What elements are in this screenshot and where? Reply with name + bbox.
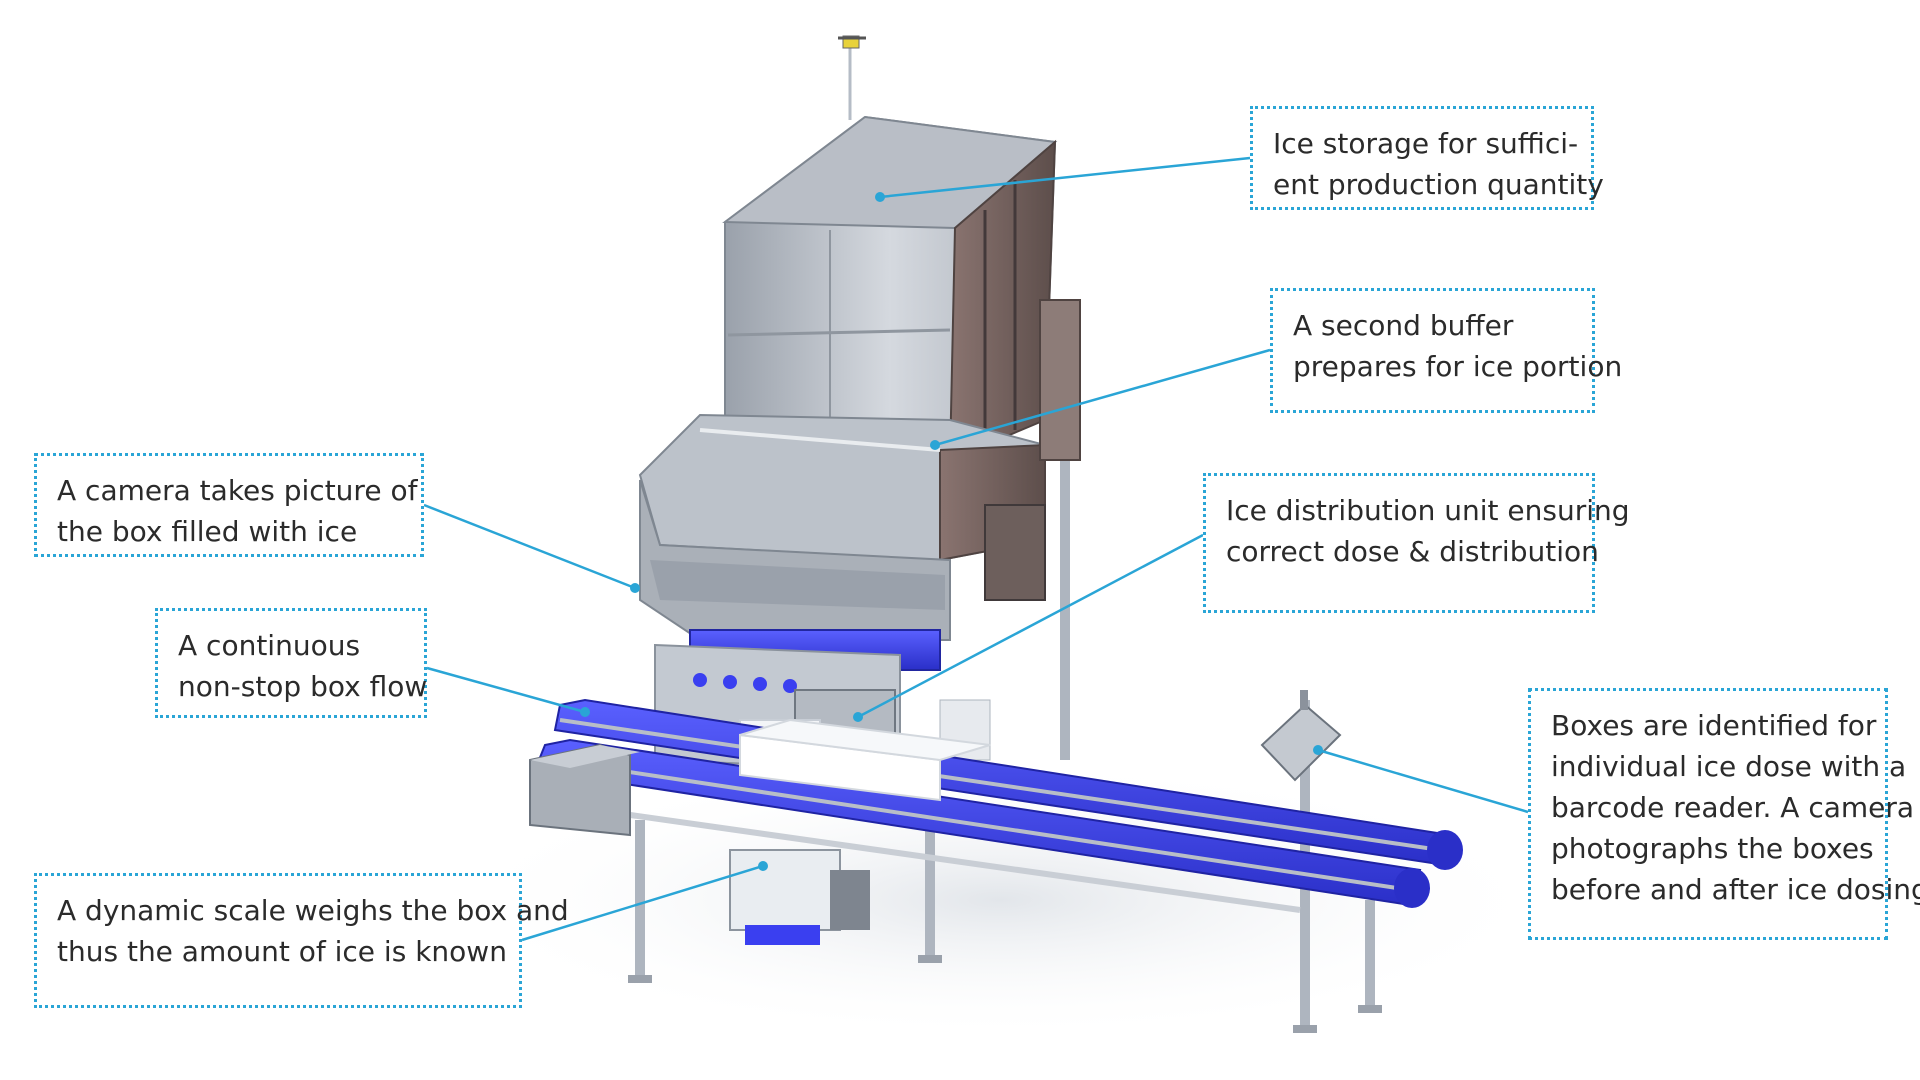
leader-ice-storage-anchor-dot — [875, 192, 885, 202]
callout-text-line: A continuous — [178, 629, 361, 662]
callout-box-flow: A continuous non-stop box flow — [155, 608, 427, 718]
callout-text-line: barcode reader. A camera — [1551, 791, 1915, 824]
leader-box-flow-anchor-dot — [580, 707, 590, 717]
callout-leader-lines — [423, 156, 1529, 942]
leader-barcode-anchor-dot — [1313, 745, 1323, 755]
callout-text-line: Boxes are identified for — [1551, 709, 1877, 742]
callout-dynamic-scale: A dynamic scale weighs the box and thus … — [34, 873, 569, 1008]
callout-text-line: prepares for ice portion — [1293, 350, 1623, 383]
callout-ice-storage: Ice storage for suffici- ent production … — [1250, 106, 1604, 210]
ice-storage-hopper — [722, 115, 1058, 462]
leader-dynamic-scale-anchor-dot — [758, 861, 768, 871]
frame-feet — [628, 955, 1382, 1033]
callout-text-line: ent production quantity — [1273, 168, 1604, 201]
callout-text-line: photographs the boxes — [1551, 832, 1874, 865]
callout-distribution-unit: Ice distribution unit ensuring correct d… — [1203, 473, 1630, 613]
box-on-conveyor — [739, 718, 991, 802]
callout-text-line: the box filled with ice — [57, 515, 358, 548]
leader-barcode — [1317, 748, 1529, 814]
callout-text-line: thus the amount of ice is known — [57, 935, 507, 968]
callout-text-line: A dynamic scale weighs the box and — [57, 894, 569, 927]
leader-ice-storage — [879, 156, 1251, 199]
callout-text-line: A camera takes picture of — [57, 474, 418, 507]
callout-text-line: correct dose & distribution — [1226, 535, 1599, 568]
callout-text-line: A second buffer — [1293, 309, 1514, 342]
callout-camera-picture: A camera takes picture of the box filled… — [34, 453, 424, 557]
callout-text-line: individual ice dose with a — [1551, 750, 1907, 783]
leader-distribution-unit-anchor-dot — [853, 712, 863, 722]
leader-box-flow — [426, 666, 586, 714]
leader-camera-picture-anchor-dot — [630, 583, 640, 593]
leader-distribution-unit — [857, 533, 1204, 719]
dynamic-scale-unit — [729, 849, 870, 945]
leader-second-buffer-anchor-dot — [930, 440, 940, 450]
leader-dynamic-scale — [521, 864, 764, 942]
callout-text-line: non-stop box flow — [178, 670, 428, 703]
callout-second-buffer: A second buffer prepares for ice portion — [1270, 288, 1623, 413]
leader-camera-picture — [423, 503, 636, 590]
callout-text-line: Ice storage for suffici- — [1273, 127, 1579, 160]
barcode-reader-camera — [1260, 690, 1342, 782]
callout-text-line: before and after ice dosing — [1551, 873, 1920, 906]
callout-barcode-reader: Boxes are identified for individual ice … — [1528, 688, 1920, 940]
callout-text-line: Ice distribution unit ensuring — [1226, 494, 1630, 527]
conveyor-motor-housing — [529, 743, 640, 837]
top-sensor — [838, 35, 866, 120]
leader-second-buffer — [934, 348, 1271, 447]
